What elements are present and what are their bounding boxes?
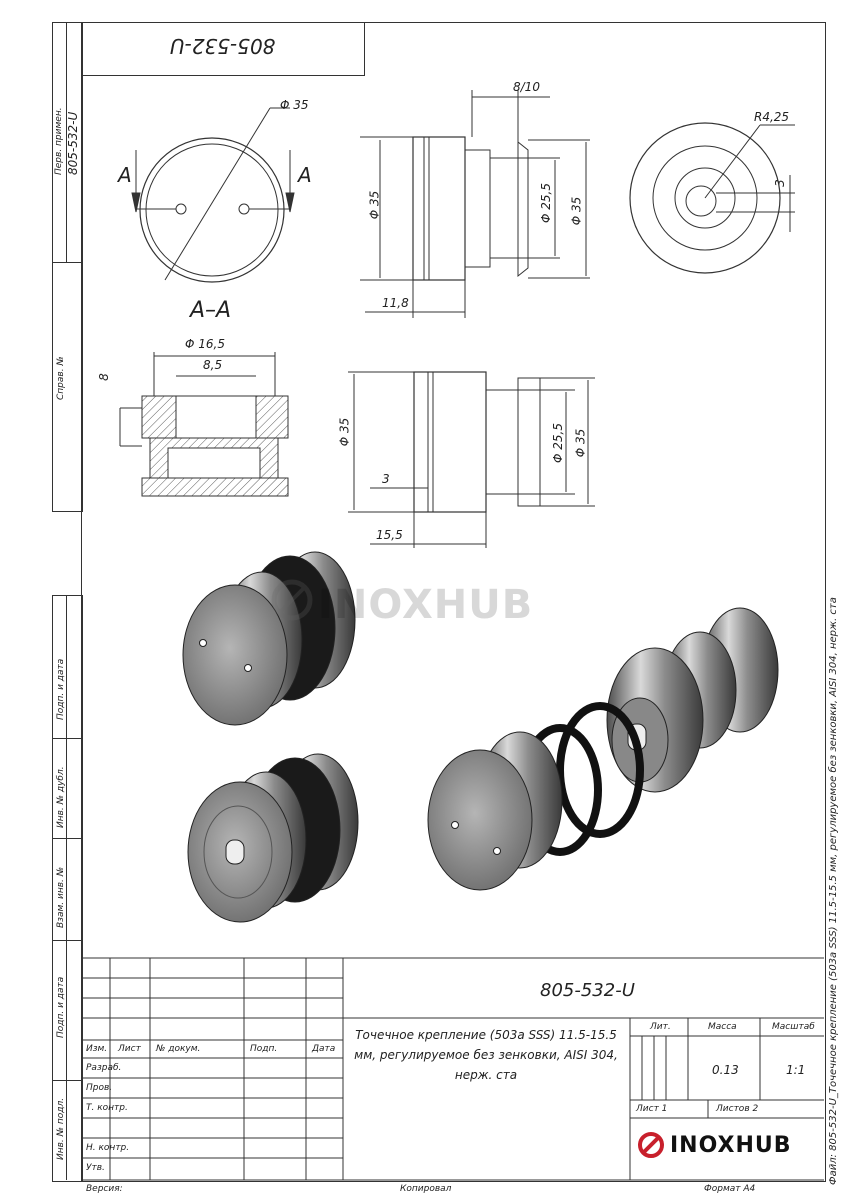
dim-8-10: 8/10	[513, 80, 540, 94]
section-view	[119, 352, 289, 497]
massa-value: 0.13	[712, 1063, 739, 1077]
hdr-n-dokum: № докум.	[156, 1044, 201, 1054]
end-view-top	[629, 122, 795, 274]
row-razrab: Разраб.	[86, 1063, 122, 1073]
footer-versiya: Версия:	[86, 1184, 123, 1194]
front-view-top	[131, 107, 295, 283]
footer-kopiroval: Копировал	[400, 1184, 452, 1194]
dim-11-8: 11,8	[382, 296, 409, 310]
section-title: A–A	[190, 298, 232, 323]
masshtab-label: Масштаб	[772, 1022, 815, 1032]
sheet-frame	[81, 22, 826, 1182]
strip-divider-v	[66, 22, 67, 262]
dim-8-5: 8,5	[203, 358, 223, 372]
hdr-list: Лист	[118, 1044, 141, 1054]
dim-r4-25: R4,25	[754, 110, 790, 124]
section-mark-right: A	[298, 163, 312, 187]
title-designation: 805-532-U	[540, 980, 635, 1001]
render-exploded	[427, 607, 779, 891]
section-mark-left: A	[118, 163, 132, 187]
list-label: Лист 1	[636, 1104, 668, 1114]
dim-15-5: 15,5	[376, 528, 403, 542]
render-assembly-2	[187, 753, 359, 923]
left-strip-frame-lower	[52, 595, 83, 1182]
hdr-izm: Изм.	[86, 1044, 108, 1054]
massa-label: Масса	[708, 1022, 737, 1032]
left-strip-frame-upper	[52, 22, 83, 512]
row-utv: Утв.	[86, 1163, 105, 1173]
company-logo: INOXHUB	[636, 1130, 792, 1160]
top-stamp-box	[81, 22, 365, 76]
side-view-top	[360, 90, 590, 318]
strip-divider	[52, 262, 81, 263]
footer-format: Формат A4	[704, 1184, 756, 1194]
hdr-data: Дата	[312, 1044, 336, 1054]
watermark-logo-mark	[271, 579, 313, 621]
masshtab-value: 1:1	[786, 1063, 806, 1077]
dim-d16-5: Φ 16,5	[185, 337, 225, 351]
hdr-podp: Подп.	[250, 1044, 278, 1054]
title-description: Точечное крепление (503a SSS) 11.5-15.5 …	[354, 1028, 618, 1082]
row-n-kontr: Н. контр.	[86, 1143, 130, 1153]
watermark-text: INOXHUB	[318, 582, 534, 628]
lit-label: Лит.	[650, 1022, 671, 1032]
row-prov: Пров.	[86, 1083, 113, 1093]
render-assembly-1	[182, 551, 356, 726]
logo-mark-icon	[638, 1132, 664, 1158]
strip-divider-v	[66, 595, 67, 1180]
logo-word: INOXHUB	[670, 1132, 792, 1158]
side-view-lower	[348, 371, 595, 548]
listov-label: Листов 2	[716, 1104, 759, 1114]
row-t-kontr: Т. контр.	[86, 1103, 128, 1113]
dim-3-lower: 3	[382, 472, 390, 486]
dim-d35-top: Φ 35	[280, 98, 309, 112]
